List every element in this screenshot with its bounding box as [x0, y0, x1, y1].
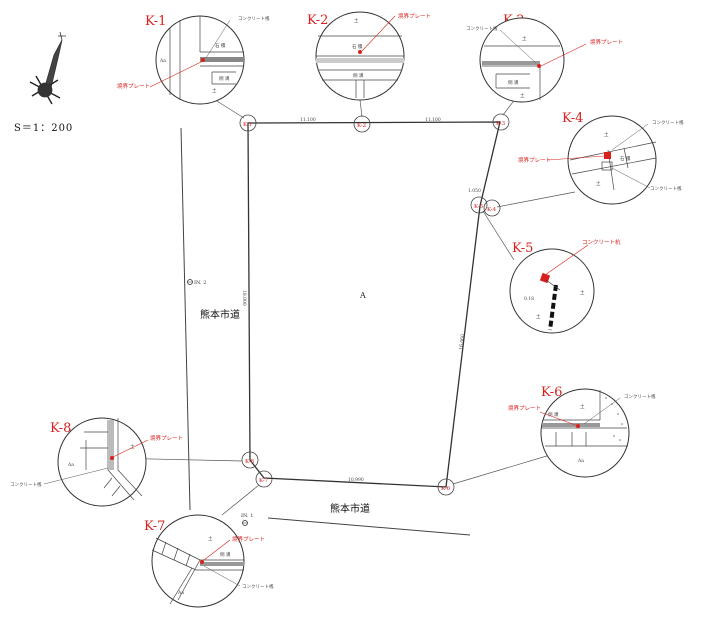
svg-text:石 積: 石 積 — [620, 155, 631, 162]
svg-text:境界プレート: 境界プレート — [398, 12, 431, 20]
svg-text:土: 土 — [354, 17, 359, 24]
leader-lines — [107, 97, 576, 516]
detail-k1: K-1 石 積 側 溝 土 Aa コンクリート桟 境界プレート — [117, 14, 270, 105]
detail-k3: K-3 土 側 溝 土 コンクリート桟 境界プレート — [466, 13, 623, 103]
detail-k7: K-7 側 溝 土 Aa 境界プレート コンクリート桟 — [144, 514, 274, 608]
detail-k8-title: K-8 — [50, 421, 71, 436]
point-marker-k3: K-3 — [492, 113, 510, 131]
svg-text:コンクリート桟: コンクリート桟 — [652, 119, 684, 126]
road-line-west — [180, 127, 191, 511]
parcel-boundary — [247, 121, 501, 488]
edge-length-east: 16.060 — [458, 334, 466, 351]
parcel-label: A — [359, 291, 366, 300]
svg-text:コンクリート桟: コンクリート桟 — [466, 25, 498, 32]
detail-k4: K-4 土 石 積 土 コンクリート桟 コンクリート桟 境界プレート — [518, 111, 684, 205]
svg-text:コンクリート桟: コンクリート桟 — [10, 481, 42, 488]
svg-text:側 溝: 側 溝 — [548, 411, 559, 418]
detail-k7-title: K-7 — [144, 519, 165, 534]
point-marker-k1: K-1 — [239, 114, 257, 132]
svg-text:石 積: 石 積 — [215, 42, 226, 49]
svg-text:コンクリート桟: コンクリート桟 — [238, 15, 270, 22]
point-marker-k4: K-4 — [483, 199, 501, 217]
svg-text:コンクリート杭: コンクリート杭 — [582, 238, 621, 246]
point-marker-k5: K-5 — [470, 196, 488, 214]
north-arrow-icon — [29, 31, 66, 105]
svg-text:Aa: Aa — [159, 58, 166, 64]
svg-text:K-5: K-5 — [474, 204, 484, 210]
svg-text:境界プレート: 境界プレート — [150, 434, 183, 442]
scale-label: S＝1：200 — [14, 123, 73, 134]
edge-length-south: 10.990 — [348, 477, 364, 483]
detail-k5: K-5 コンクリート杭 0.18 土 土 — [509, 238, 621, 334]
svg-text:Aa: Aa — [67, 462, 74, 468]
svg-text:コンクリート桟: コンクリート桟 — [242, 583, 274, 590]
edge-length-north-b: 11.100 — [425, 117, 441, 123]
point-marker-k8: K-8 — [241, 451, 259, 469]
svg-text:0.18: 0.18 — [524, 296, 534, 302]
benchmark-in2-label: IN. 2 — [194, 280, 206, 286]
svg-text:コンクリート桟: コンクリート桟 — [624, 393, 656, 400]
svg-text:Aa: Aa — [177, 590, 184, 596]
detail-k8: K-8 土 Aa 境界プレート コンクリート桟 — [10, 417, 183, 507]
point-marker-k7: K-7 — [255, 470, 273, 488]
svg-text:境界プレート: 境界プレート — [590, 38, 623, 46]
edge-length-northeast: 1.050 — [468, 188, 481, 194]
detail-k1-title: K-1 — [145, 14, 166, 29]
svg-text:K-6: K-6 — [441, 486, 451, 492]
svg-text:側 溝: 側 溝 — [219, 75, 230, 82]
svg-text:側 溝: 側 溝 — [508, 79, 519, 86]
svg-text:土: 土 — [520, 92, 525, 99]
svg-text:K-7: K-7 — [259, 478, 269, 484]
svg-text:土: 土 — [596, 180, 601, 187]
svg-text:土: 土 — [580, 289, 585, 296]
svg-text:土: 土 — [208, 535, 213, 542]
detail-k6: K-6 側 溝 土 Aa コンクリート桟 境界プレート — [508, 385, 656, 478]
svg-text:K-3: K-3 — [496, 121, 506, 127]
road-label-west: 熊本市道 — [200, 308, 240, 321]
svg-text:境界プレート: 境界プレート — [508, 404, 541, 412]
svg-text:土: 土 — [522, 35, 527, 42]
edge-length-north-a: 11.100 — [300, 117, 316, 123]
detail-k2-title: K-2 — [307, 13, 328, 28]
benchmark-in2: IN. 2 — [187, 279, 206, 286]
detail-k6-title: K-6 — [541, 385, 562, 400]
detail-k4-title: K-4 — [562, 111, 583, 126]
svg-text:K-2: K-2 — [357, 123, 366, 129]
benchmark-in1: IN. 1 — [241, 513, 253, 526]
svg-text:コンクリート桟: コンクリート桟 — [650, 185, 682, 192]
svg-text:側 溝: 側 溝 — [353, 72, 364, 79]
detail-k2: K-2 土 石 積 側 溝 境界プレート — [307, 11, 431, 101]
detail-k5-title: K-5 — [512, 241, 533, 256]
svg-text:土: 土 — [212, 87, 217, 94]
svg-text:Aa: Aa — [577, 458, 584, 464]
svg-text:土: 土 — [604, 131, 609, 138]
road-label-south: 熊本市道 — [330, 502, 370, 515]
svg-text:K-1: K-1 — [243, 122, 252, 128]
point-marker-k2: K-2 — [353, 115, 371, 133]
svg-text:境界プレート: 境界プレート — [518, 156, 551, 164]
svg-text:境界プレート: 境界プレート — [117, 82, 150, 90]
edge-length-west: 18.000 — [241, 290, 247, 306]
svg-text:土: 土 — [536, 313, 541, 320]
benchmark-in1-label: IN. 1 — [241, 513, 253, 519]
road-line-south — [267, 517, 471, 536]
svg-text:K-8: K-8 — [245, 459, 255, 465]
point-marker-k6: K-6 — [437, 478, 455, 496]
svg-text:側 溝: 側 溝 — [220, 551, 231, 558]
svg-text:K-4: K-4 — [487, 207, 497, 213]
svg-text:土: 土 — [580, 403, 585, 410]
svg-text:土: 土 — [130, 443, 135, 450]
svg-text:石 積: 石 積 — [352, 43, 363, 50]
svg-text:境界プレート: 境界プレート — [232, 535, 265, 543]
